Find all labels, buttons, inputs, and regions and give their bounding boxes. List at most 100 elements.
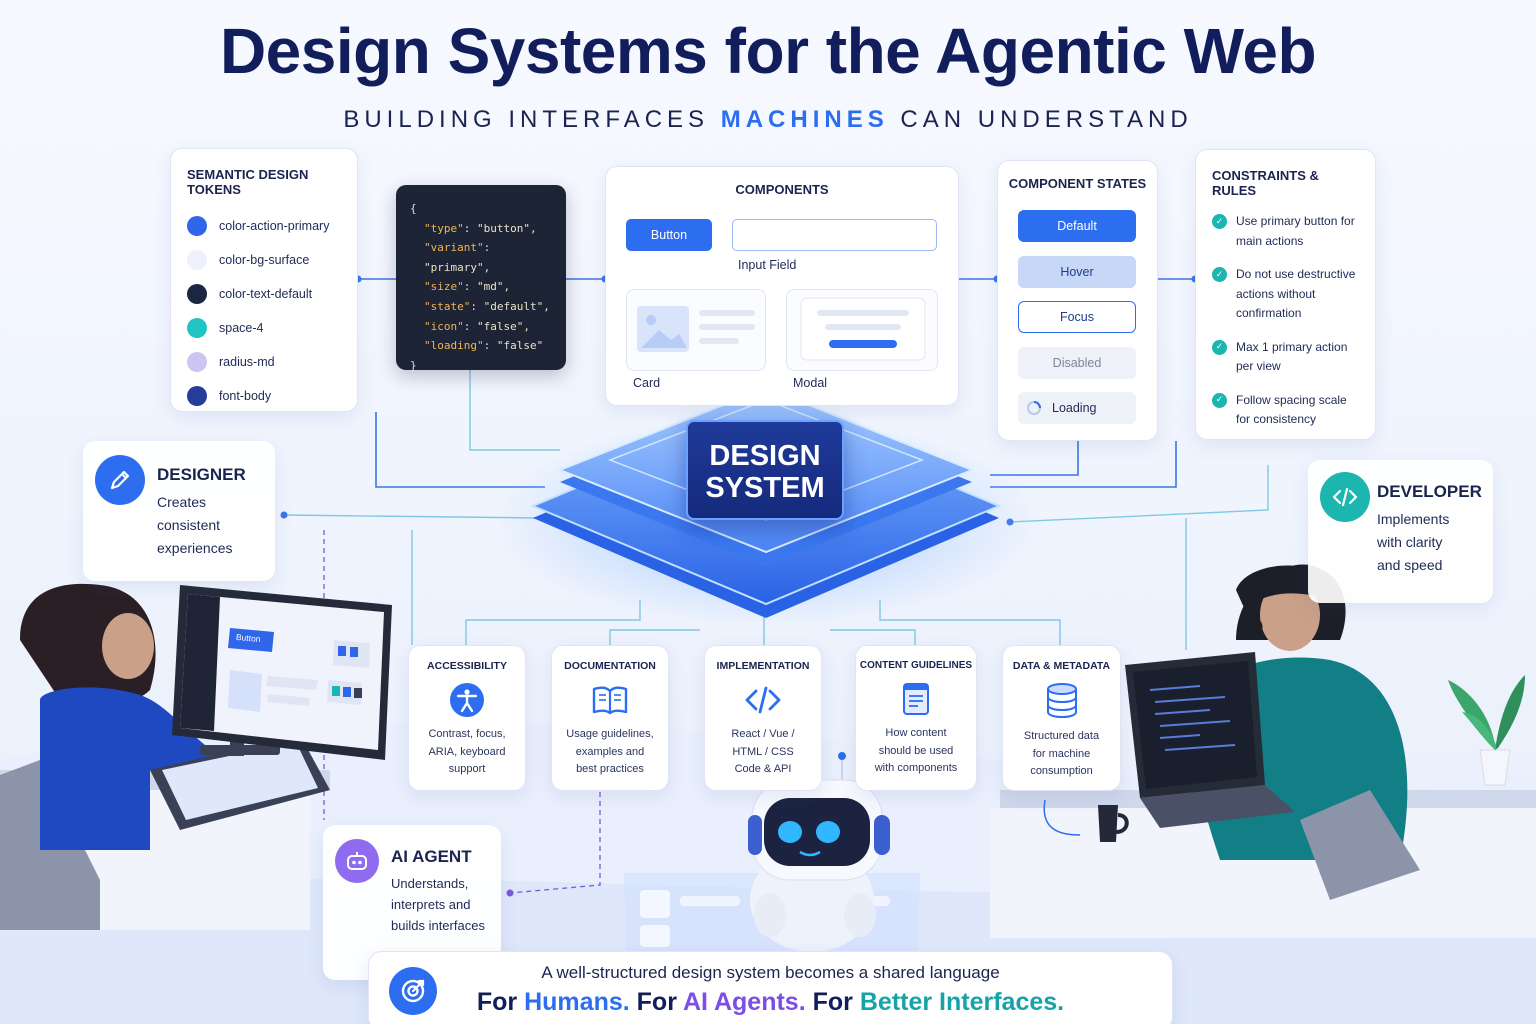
rule-item: ✓Do not use destructive actions without …	[1212, 265, 1359, 324]
footer-agents: AI Agents.	[682, 988, 806, 1016]
designer-title: DESIGNER	[157, 465, 246, 484]
footer-for: For	[812, 988, 853, 1016]
sample-card	[626, 289, 766, 371]
developer-desc-line: Implements	[1377, 511, 1450, 527]
token-swatch	[187, 284, 207, 304]
developer-title: DEVELOPER	[1377, 482, 1482, 501]
footer-line-1: A well-structured design system becomes …	[541, 963, 1000, 982]
check-icon: ✓	[1212, 392, 1227, 408]
agent-description: Understands, interprets and builds inter…	[391, 873, 485, 936]
developer-description: Implements with clarity and speed	[1377, 508, 1482, 577]
sample-input-field[interactable]	[732, 219, 937, 251]
token-label: color-bg-surface	[219, 253, 310, 267]
page-title: Design Systems for the Agentic Web	[219, 15, 1317, 87]
state-disabled-button: Disabled	[1018, 347, 1136, 379]
database-icon	[1046, 683, 1077, 719]
state-hover-button[interactable]: Hover	[1018, 256, 1136, 288]
pillar-content-guidelines: CONTENT GUIDELINES How content should be…	[855, 645, 977, 791]
token-swatch	[187, 386, 207, 406]
pillar-description: Contrast, focus, ARIA, keyboard support	[409, 726, 525, 779]
token-label: color-text-default	[219, 287, 313, 301]
target-icon	[389, 967, 437, 1015]
sample-button[interactable]: Button	[626, 219, 712, 251]
pillar-desc-line: support	[448, 763, 486, 775]
code-key: "size"	[424, 280, 464, 294]
state-default-button[interactable]: Default	[1018, 210, 1136, 242]
pillar-title: CONTENT GUIDELINES	[859, 660, 973, 671]
pillar-implementation: IMPLEMENTATION React / Vue / HTML / CSS …	[704, 645, 822, 791]
pillar-description: React / Vue / HTML / CSS Code & API	[705, 726, 821, 779]
code-value: "false",	[477, 319, 530, 333]
developer-desc-line: with clarity	[1377, 534, 1443, 550]
designer-persona-card: DESIGNER Creates consistent experiences	[83, 441, 275, 581]
footer-for: For	[476, 988, 518, 1016]
rules-title: CONSTRAINTS & RULES	[1212, 168, 1319, 198]
rule-item: ✓Max 1 primary action per view	[1212, 338, 1359, 377]
code-separator: :	[470, 299, 484, 313]
pillar-desc-line: for machine	[1032, 747, 1091, 760]
token-item: radius-md	[187, 345, 341, 379]
rule-item: ✓Use primary button for main actions	[1212, 212, 1359, 251]
agent-desc-line: Understands,	[391, 876, 469, 891]
token-item: color-text-default	[187, 277, 341, 311]
input-field-label: Input Field	[738, 258, 797, 272]
robot-icon	[335, 839, 379, 883]
state-focus-button[interactable]: Focus	[1018, 301, 1136, 333]
subtitle-highlight: MACHINES	[720, 106, 889, 133]
state-loading-button[interactable]: Loading	[1018, 392, 1136, 424]
code-separator: :	[463, 280, 477, 294]
modal-label: Modal	[793, 376, 828, 390]
pillar-documentation: DOCUMENTATION Usage guidelines, examples…	[551, 645, 669, 791]
pillar-desc-line: examples and	[575, 745, 645, 758]
state-loading-label: Loading	[1052, 401, 1097, 415]
code-value: "md",	[477, 280, 511, 294]
pillar-desc-line: should be used	[878, 744, 954, 757]
code-key: "type"	[424, 221, 464, 235]
book-icon	[592, 686, 628, 715]
agent-desc-line: builds interfaces	[391, 918, 485, 933]
pillar-description: How content should be used with componen…	[856, 725, 976, 778]
subtitle-part: BUILDING INTERFACES	[343, 106, 710, 133]
page-subtitle: BUILDING INTERFACES MACHINES CAN UNDERST…	[0, 106, 1536, 134]
components-card: COMPONENTS Button Input Field Card Modal	[605, 166, 959, 406]
code-line: "loading": "false"	[410, 336, 552, 356]
tokens-title: SEMANTIC DESIGN TOKENS	[187, 167, 309, 197]
robot-illustration	[624, 752, 920, 960]
pillar-desc-line: Contrast, focus,	[428, 728, 506, 740]
pillar-desc-line: ARIA, keyboard	[428, 745, 506, 758]
designer-desc-line: experiences	[157, 540, 233, 556]
designer-illustration	[0, 583, 392, 930]
code-separator: :	[463, 319, 477, 333]
agent-desc-line: interprets and	[391, 897, 471, 912]
pillar-data-metadata: DATA & METADATA Structured data for mach…	[1002, 645, 1121, 791]
agent-title: AI AGENT	[391, 847, 472, 866]
token-label: radius-md	[219, 355, 275, 369]
pillar-desc-line: React / Vue /	[731, 728, 795, 740]
rule-list: ✓Use primary button for main actions ✓Do…	[1212, 212, 1359, 430]
token-item: space-4	[187, 311, 341, 345]
developer-persona-card: DEVELOPER Implements with clarity and sp…	[1308, 460, 1493, 603]
token-item: color-bg-surface	[187, 243, 341, 277]
constraints-rules-card: CONSTRAINTS & RULES ✓Use primary button …	[1195, 149, 1376, 440]
code-line: "icon": "false",	[410, 317, 552, 337]
code-value: "false"	[496, 339, 544, 353]
pencil-icon	[95, 455, 145, 505]
sample-modal	[786, 289, 938, 371]
accessibility-icon	[450, 683, 484, 717]
pillar-description: Usage guidelines, examples and best prac…	[552, 726, 668, 779]
pillar-desc-line: Usage guidelines,	[566, 728, 654, 740]
core-line-1: DESIGN	[709, 440, 821, 472]
code-value: "primary",	[424, 260, 491, 274]
code-line: "variant": "primary",	[410, 238, 552, 277]
component-states-card: COMPONENT STATES Default Hover Focus Dis…	[997, 160, 1158, 441]
spinner-icon	[1027, 401, 1041, 415]
core-line-2: SYSTEM	[705, 472, 825, 504]
pillar-description: Structured data for machine consumption	[1003, 728, 1120, 781]
developer-desc-line: and speed	[1377, 557, 1443, 573]
code-line: "state": "default",	[410, 297, 552, 317]
pillar-desc-line: with components	[874, 762, 958, 774]
code-value: "default",	[483, 299, 550, 313]
check-icon: ✓	[1212, 339, 1227, 355]
design-system-core: DESIGN SYSTEM	[686, 420, 844, 520]
pillar-desc-line: best practices	[576, 763, 644, 775]
